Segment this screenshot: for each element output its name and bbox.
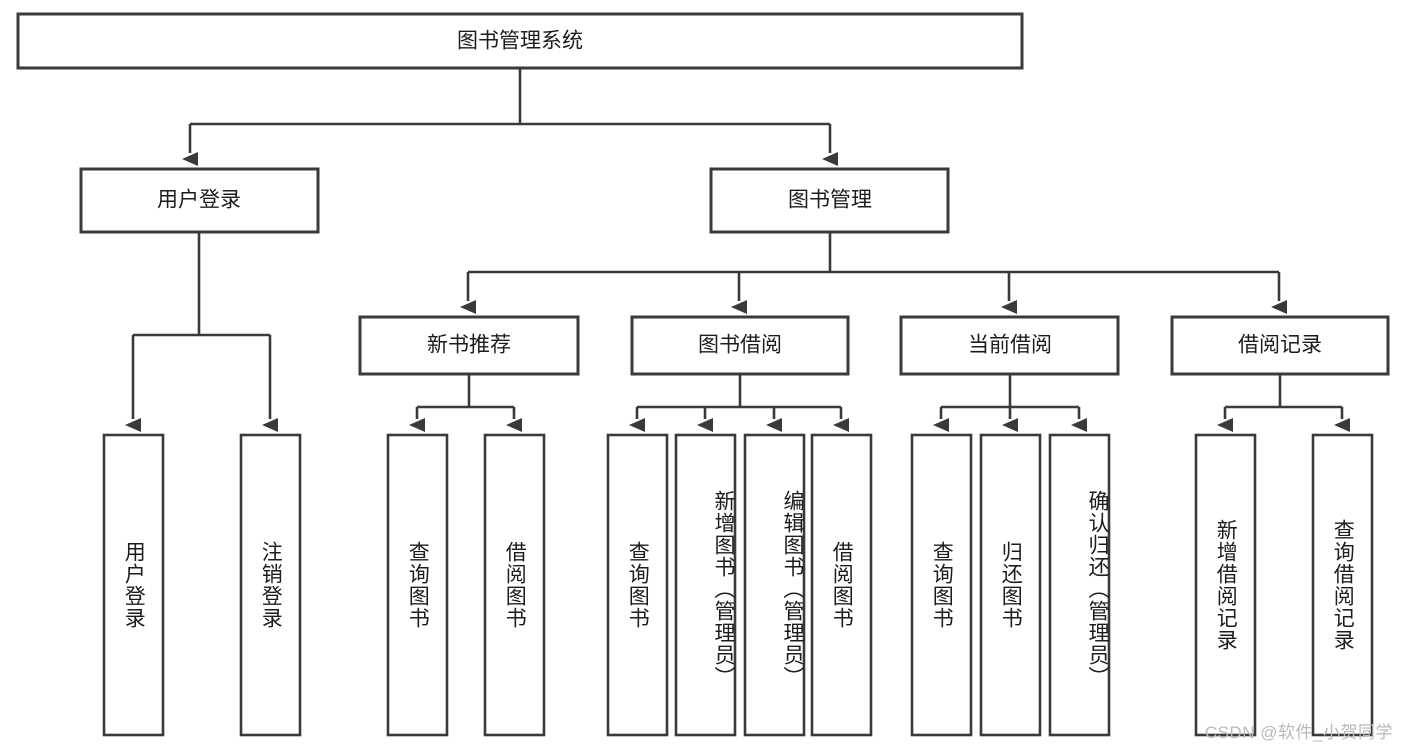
edge-group-new-book-rec <box>409 374 522 432</box>
node-leaf-borrow-book-rec-box[interactable] <box>483 433 546 737</box>
node-book-borrow[interactable]: 图书借阅 <box>630 315 850 376</box>
node-root[interactable]: 图书管理系统 <box>16 12 1024 70</box>
node-leaf-user-login-box[interactable] <box>102 433 165 737</box>
node-user-login[interactable]: 用户登录 <box>79 167 320 234</box>
edge-group-user-login <box>125 232 278 432</box>
edge-group-root <box>182 68 838 166</box>
node-new-book-rec-label: 新书推荐 <box>427 334 511 357</box>
node-leaf-query-book-current-box[interactable] <box>910 433 973 737</box>
node-root-box[interactable] <box>16 12 1024 70</box>
node-book-manage-box[interactable] <box>709 167 950 234</box>
node-borrow-record-label: 借阅记录 <box>1238 334 1322 357</box>
node-leaf-add-book-box[interactable] <box>674 433 737 737</box>
node-user-login-box[interactable] <box>79 167 320 234</box>
node-current-borrow-label: 当前借阅 <box>968 334 1052 357</box>
watermark-text: CSDN @软件_小贺同学 <box>1204 723 1393 742</box>
node-leaf-return-book-box[interactable] <box>979 433 1042 737</box>
node-borrow-record[interactable]: 借阅记录 <box>1170 315 1390 376</box>
edge-group-borrow-record <box>1217 374 1350 432</box>
node-user-login-label: 用户登录 <box>157 189 241 212</box>
edge-group-book-borrow <box>629 374 849 432</box>
node-book-manage-label: 图书管理 <box>788 189 872 212</box>
node-current-borrow-box[interactable] <box>899 315 1120 376</box>
node-leaf-add-record-box[interactable] <box>1194 433 1257 737</box>
node-leaf-query-record-box[interactable] <box>1311 433 1374 737</box>
node-leaf-logout-box[interactable] <box>239 433 302 737</box>
node-leaf-edit-book-box[interactable] <box>743 433 806 737</box>
leaf-box-group <box>102 433 1374 737</box>
node-root-label: 图书管理系统 <box>457 30 583 53</box>
node-book-borrow-label: 图书借阅 <box>698 334 782 357</box>
edge-group-book-manage <box>460 232 1287 314</box>
node-leaf-borrow-book-box[interactable] <box>810 433 873 737</box>
node-book-manage[interactable]: 图书管理 <box>709 167 950 234</box>
node-current-borrow[interactable]: 当前借阅 <box>899 315 1120 376</box>
node-leaf-query-book-borrow-box[interactable] <box>606 433 669 737</box>
node-book-borrow-box[interactable] <box>630 315 850 376</box>
node-new-book-rec[interactable]: 新书推荐 <box>358 315 580 376</box>
node-borrow-record-box[interactable] <box>1170 315 1390 376</box>
node-leaf-query-book-rec-box[interactable] <box>386 433 449 737</box>
node-leaf-confirm-return-box[interactable] <box>1048 433 1111 737</box>
node-new-book-rec-box[interactable] <box>358 315 580 376</box>
edge-group-current-borrow <box>933 374 1087 432</box>
